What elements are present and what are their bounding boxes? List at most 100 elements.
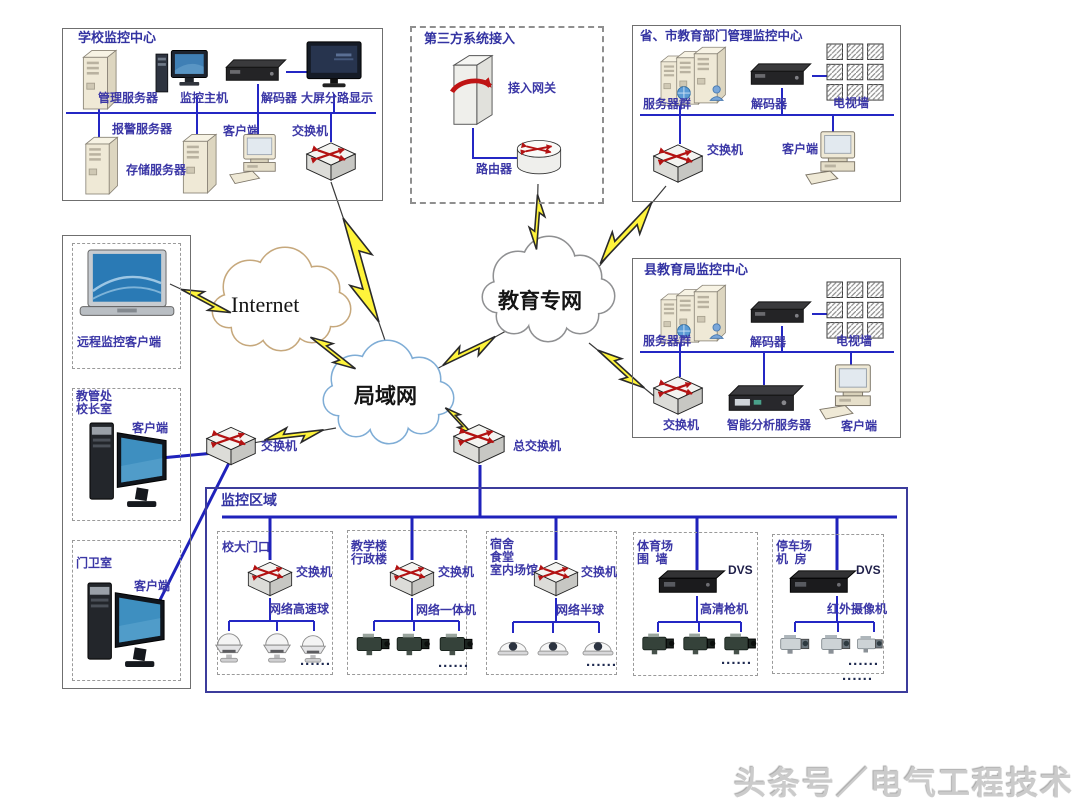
allinone-camera-icon xyxy=(396,633,431,656)
guard-room-box xyxy=(72,540,181,681)
third-party-box xyxy=(410,26,604,204)
school-title: 学校监控中心 xyxy=(78,30,157,45)
county-switch-label: 交换机 xyxy=(663,418,700,432)
management-server-label: 管理服务器 xyxy=(98,91,159,105)
zone-teaching-label-2: 行政楼 xyxy=(351,552,388,566)
zone-parking-dvs-icon xyxy=(789,570,857,593)
guard-client-label: 客户端 xyxy=(134,579,171,593)
zone-gate-switch-icon xyxy=(245,559,295,599)
router-label: 路由器 xyxy=(476,162,513,176)
province-client-label: 客户端 xyxy=(782,142,819,156)
zone-dorm-dots: ...... xyxy=(586,653,618,670)
zone-stadium-box xyxy=(633,532,758,676)
county-servers-label: 服务器群 xyxy=(643,334,692,348)
zone-teaching-switch-icon xyxy=(387,559,437,599)
zone-gate-box xyxy=(217,531,333,675)
bus-lines xyxy=(66,71,894,633)
campus-switch-icon xyxy=(203,424,259,468)
zone-parking-cam-label: 红外摄像机 xyxy=(827,602,888,616)
remote-client-label: 远程监控客户端 xyxy=(77,335,162,349)
county-servers-icon xyxy=(652,282,734,342)
analysis-server-label: 智能分析服务器 xyxy=(727,418,812,432)
ir-camera-icon xyxy=(780,634,810,655)
zone-parking-label-1: 停车场 xyxy=(776,539,813,553)
hd-camera-icon xyxy=(683,633,716,655)
zone-dorm-label-1: 宿舍 xyxy=(490,537,515,551)
big-screen-icon xyxy=(306,41,362,88)
county-center-box xyxy=(632,258,901,438)
zone-gate-cam-label: 网络高速球 xyxy=(269,602,330,616)
monitor-host-icon xyxy=(155,50,208,93)
decoder-icon xyxy=(225,59,287,81)
office-box xyxy=(72,388,181,521)
province-decoder-icon xyxy=(750,63,812,85)
office-title-1: 教管处 xyxy=(76,389,113,403)
school-decoder-label: 解码器 xyxy=(261,91,298,105)
third-party-title: 第三方系统接入 xyxy=(424,31,516,46)
monitor-area-title: 监控区域 xyxy=(221,492,277,508)
laptop-icon xyxy=(78,248,176,317)
zone-dorm-switch-label: 交换机 xyxy=(581,565,618,579)
zone-stadium-cam-label: 高清枪机 xyxy=(700,602,749,616)
storage-server-label: 存储服务器 xyxy=(126,163,187,177)
zone-teaching-label-1: 教学楼 xyxy=(351,539,388,553)
minidome-camera-icon xyxy=(497,641,529,656)
zone-parking-dvs-label: DVS xyxy=(856,563,881,577)
province-title: 省、市教育部门管理监控中心 xyxy=(640,29,803,43)
province-switch-icon xyxy=(650,142,706,185)
edu-wan-label: 教育专网 xyxy=(498,290,582,313)
province-switch-label: 交换机 xyxy=(707,143,744,157)
province-tvwall-icon xyxy=(826,43,884,101)
county-client-label: 客户端 xyxy=(841,419,878,433)
province-decoder-label: 解码器 xyxy=(751,97,788,111)
office-client-label: 客户端 xyxy=(132,421,169,435)
storage-server-icon xyxy=(182,134,217,194)
ptz-camera-icon xyxy=(215,633,243,663)
school-center-box xyxy=(62,28,383,201)
county-tvwall-icon xyxy=(826,281,884,339)
zone-dorm-label-2: 食堂 xyxy=(490,550,515,564)
zone-teaching-dots: ...... xyxy=(438,654,470,671)
router-icon xyxy=(514,134,564,182)
hd-camera-icon xyxy=(642,633,675,655)
ptz-camera-icon xyxy=(263,633,291,663)
minidome-camera-icon xyxy=(537,641,569,656)
access-gateway-label: 接入网关 xyxy=(508,81,557,95)
zone-stadium-label-1: 体育场 xyxy=(637,539,674,553)
province-servers-icon xyxy=(652,44,734,104)
zone-gate-dots: ...... xyxy=(300,652,332,669)
internet-label: Internet xyxy=(231,292,300,317)
zone-dorm-cam-label: 网络半球 xyxy=(556,603,605,617)
allinone-camera-icon xyxy=(356,633,391,656)
guard-room-label: 门卫室 xyxy=(76,556,113,570)
county-decoder-label: 解码器 xyxy=(750,335,787,349)
zone-stadium-dots: ...... xyxy=(721,651,753,668)
county-title: 县教育局监控中心 xyxy=(644,262,749,277)
office-title-2: 校长室 xyxy=(76,402,113,416)
office-client-icon xyxy=(89,422,167,508)
monitor-host-label: 监控主机 xyxy=(180,91,229,105)
alarm-server-icon xyxy=(85,136,118,195)
zone-teaching-switch-label: 交换机 xyxy=(438,565,475,579)
monitor-area-box xyxy=(205,487,908,693)
watermark: 头条号／电气工程技术 xyxy=(733,765,1074,801)
province-center-box xyxy=(632,25,901,202)
county-decoder-icon xyxy=(750,301,812,323)
zone-dorm-label-3: 室内场馆 xyxy=(490,563,539,577)
main-switch-label: 总交换机 xyxy=(513,439,562,453)
remote-client-box xyxy=(72,243,181,369)
alarm-server-label: 报警服务器 xyxy=(112,122,173,136)
county-client-icon xyxy=(819,364,871,420)
school-switch-icon xyxy=(303,140,359,183)
school-switch-label: 交换机 xyxy=(292,124,329,138)
province-client-icon xyxy=(805,131,856,185)
big-screen-label: 大屏分路显示 xyxy=(301,91,374,105)
area-extra-dots: ...... xyxy=(842,667,874,684)
lan-cloud xyxy=(322,339,455,445)
county-switch-icon xyxy=(650,374,706,417)
trunk-lines xyxy=(149,450,897,601)
zone-gate-switch-label: 交换机 xyxy=(296,565,333,579)
zone-parking-label-2: 机 房 xyxy=(776,552,807,566)
